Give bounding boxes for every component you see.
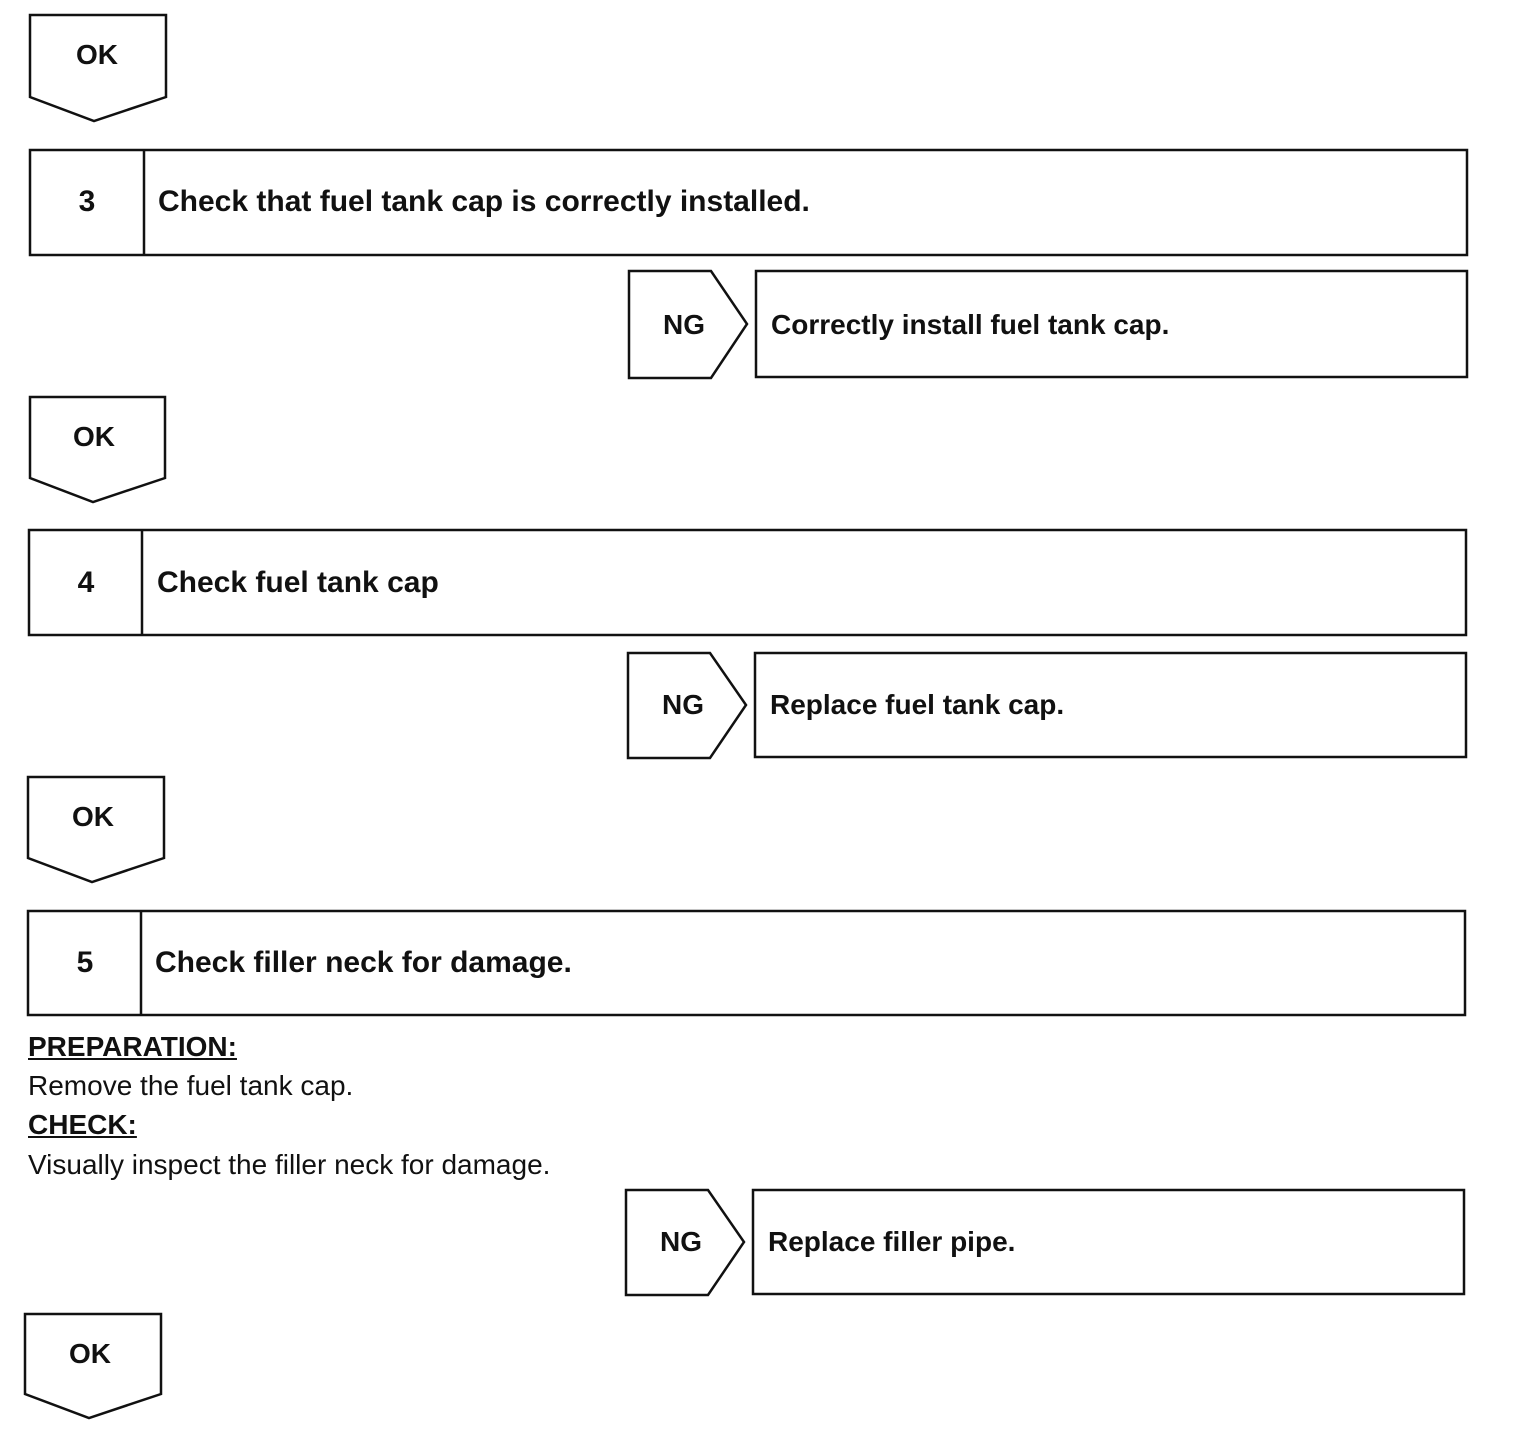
ok-arrow-shape xyxy=(28,395,167,504)
preparation-heading: PREPARATION: xyxy=(28,1031,237,1062)
step-title: Check filler neck for damage. xyxy=(155,946,572,979)
ok-label: OK xyxy=(69,1338,111,1369)
ng-label: NG xyxy=(662,689,704,720)
ng-action-box xyxy=(753,651,1468,759)
step-4-box xyxy=(27,528,1468,637)
ok-label: OK xyxy=(72,801,114,832)
ng-action-box xyxy=(751,1188,1466,1296)
ok-arrow-shape xyxy=(23,1312,163,1420)
step-number: 4 xyxy=(77,566,95,599)
step-title: Check fuel tank cap xyxy=(157,566,439,599)
check-heading: CHECK: xyxy=(28,1109,137,1140)
ok-label: OK xyxy=(73,421,115,452)
preparation-text: Remove the fuel tank cap. xyxy=(28,1070,354,1101)
ng-action-text: Replace fuel tank cap. xyxy=(770,689,1065,720)
ng-arrow-shape xyxy=(627,269,749,380)
ng-action-text: Correctly install fuel tank cap. xyxy=(771,309,1170,340)
ok-arrow-shape xyxy=(28,13,168,123)
ok-arrow-shape xyxy=(26,775,166,884)
ng-arrow-shape xyxy=(626,651,748,760)
step-5-box xyxy=(26,909,1467,1017)
ng-label: NG xyxy=(660,1226,702,1257)
ng-action-box xyxy=(754,269,1469,379)
ng-label: NG xyxy=(663,309,705,340)
step-title: Check that fuel tank cap is correctly in… xyxy=(158,185,810,218)
check-text: Visually inspect the filler neck for dam… xyxy=(28,1149,551,1180)
step-3-box xyxy=(28,148,1469,257)
ng-arrow-shape xyxy=(624,1188,746,1297)
step-number: 3 xyxy=(78,185,96,218)
step-number: 5 xyxy=(76,946,94,979)
ok-label: OK xyxy=(76,39,118,70)
ng-action-text: Replace filler pipe. xyxy=(768,1226,1016,1257)
